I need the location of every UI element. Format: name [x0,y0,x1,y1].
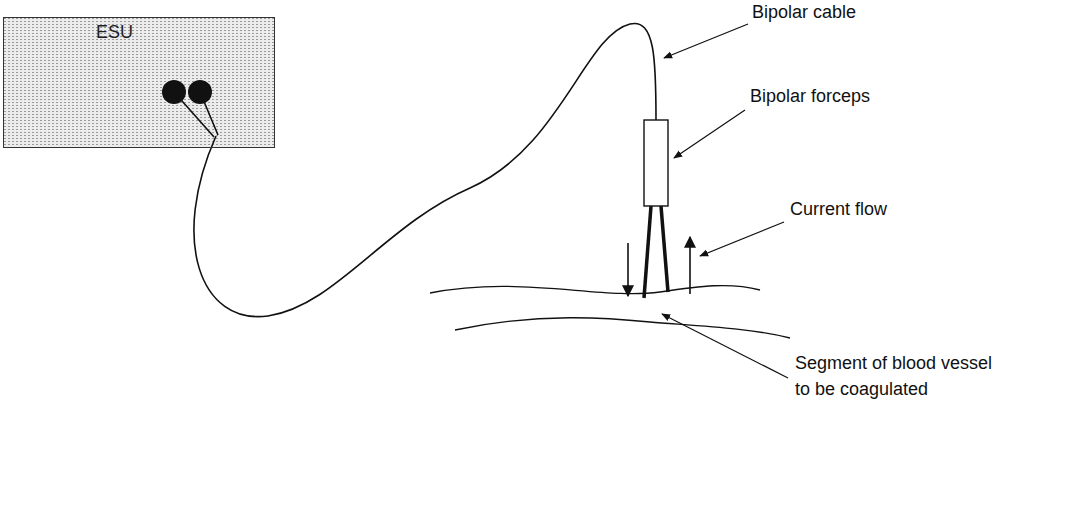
forceps-handle [644,120,668,206]
leader-arrow [700,222,784,256]
leader-arrow [662,314,788,378]
plug-leads [174,92,218,137]
device-box: ESU [3,17,275,148]
box-title: ESU [96,22,133,43]
forceps-prong [644,206,651,298]
vessel-wall [430,286,760,294]
current-arrow [689,237,691,294]
callout-label: Current flow [790,196,990,222]
callout-label: Bipolar cable [752,0,952,25]
vessel-wall [455,318,790,338]
bipolar-cable [194,23,656,316]
leader-arrow [664,24,748,58]
callout-label: Segment of blood vessel to be coagulated [795,350,995,402]
current-arrow [627,243,629,296]
esu-fill [3,17,275,148]
callout-label: Bipolar forceps [750,83,970,109]
forceps-prong [661,206,668,292]
leader-arrow [674,110,745,158]
